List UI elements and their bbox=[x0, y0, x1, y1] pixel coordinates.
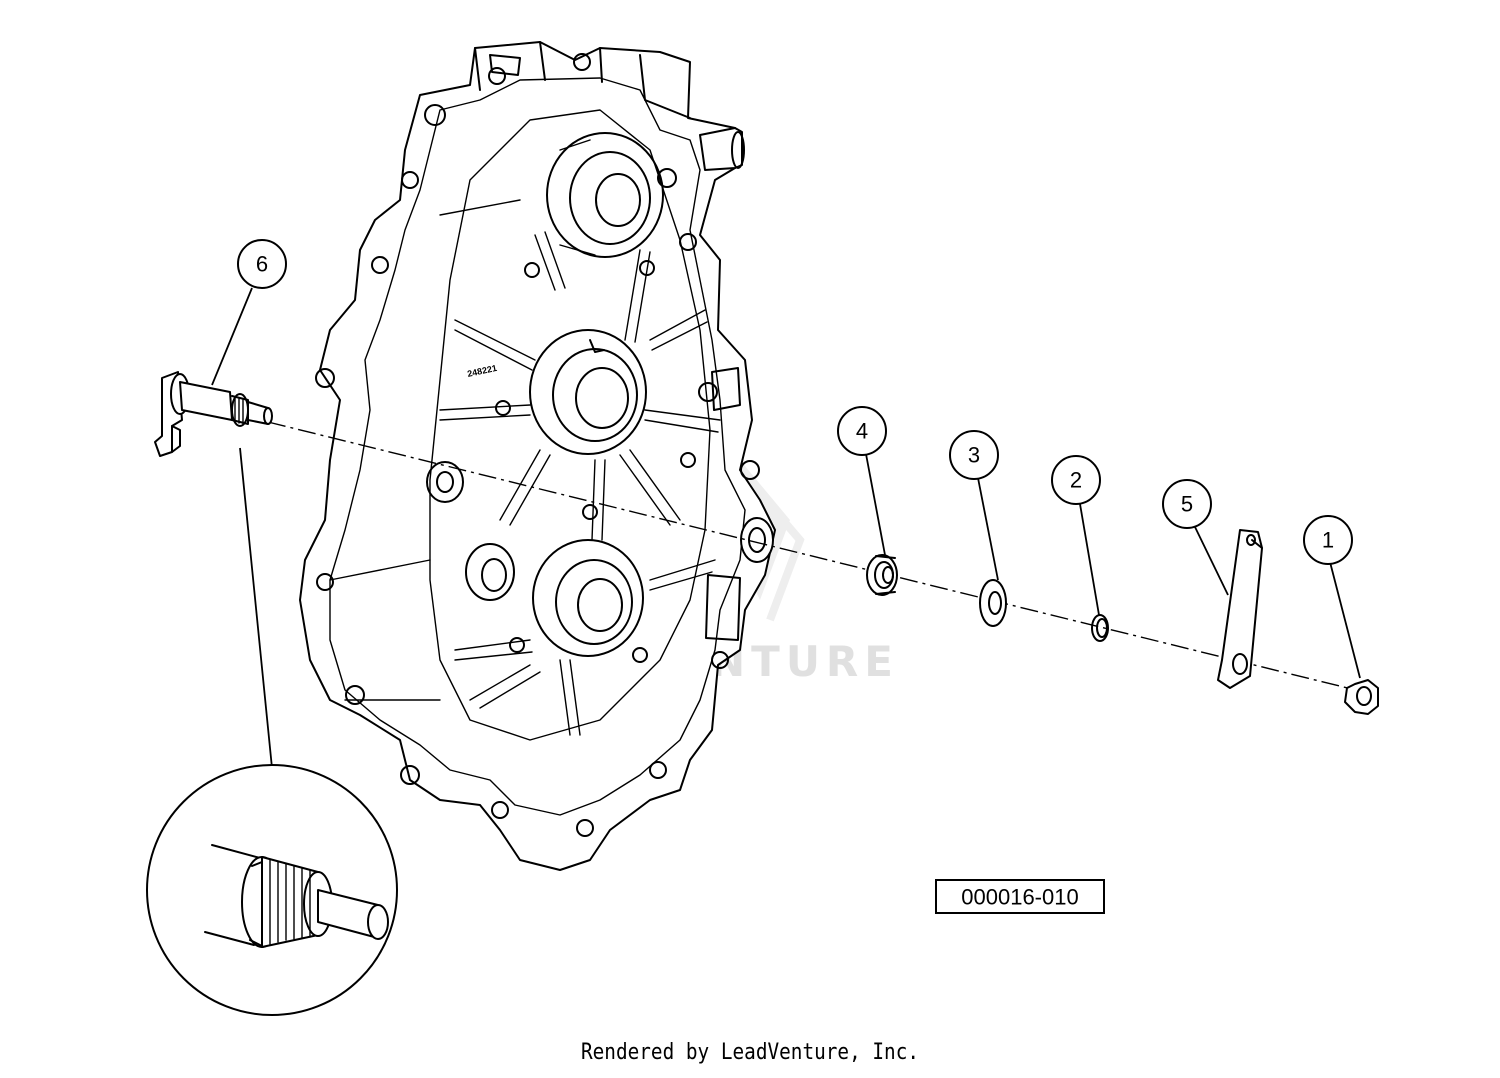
center-bearing-bore bbox=[529, 329, 647, 455]
callout-4: 4 bbox=[837, 406, 887, 456]
flat-washer bbox=[979, 579, 1007, 627]
cast-bosses bbox=[495, 260, 696, 663]
callout-1: 1 bbox=[1303, 515, 1353, 565]
part-code-box: 000016-010 bbox=[935, 879, 1105, 914]
callout-3: 3 bbox=[949, 430, 999, 480]
flange-bolt-holes bbox=[315, 53, 760, 837]
upper-bearing-bore bbox=[546, 132, 664, 258]
svg-text:6: 6 bbox=[256, 252, 268, 277]
lower-bearing-bore bbox=[532, 539, 644, 657]
oil-seal bbox=[866, 554, 898, 596]
shift-shaft bbox=[154, 371, 273, 457]
callout-leaders bbox=[211, 287, 1361, 769]
svg-text:4: 4 bbox=[856, 419, 868, 444]
svg-text:000016-010: 000016-010 bbox=[961, 885, 1078, 910]
svg-text:5: 5 bbox=[1181, 492, 1193, 517]
transmission-cover: 248221 bbox=[299, 41, 776, 871]
shift-arm bbox=[1217, 529, 1263, 689]
callout-6: 6 bbox=[237, 239, 287, 289]
detail-magnifier bbox=[146, 764, 398, 1016]
callout-2: 2 bbox=[1051, 455, 1101, 505]
svg-text:1: 1 bbox=[1322, 528, 1334, 553]
svg-text:3: 3 bbox=[968, 443, 980, 468]
callout-5: 5 bbox=[1162, 479, 1212, 529]
hex-nut bbox=[1344, 679, 1379, 715]
footer-credit: Rendered by LeadVenture, Inc. bbox=[580, 1040, 920, 1065]
housing-ribs bbox=[439, 231, 721, 736]
assembly-axis-line bbox=[267, 421, 1373, 695]
retaining-ring bbox=[1091, 614, 1109, 642]
svg-text:2: 2 bbox=[1070, 468, 1082, 493]
